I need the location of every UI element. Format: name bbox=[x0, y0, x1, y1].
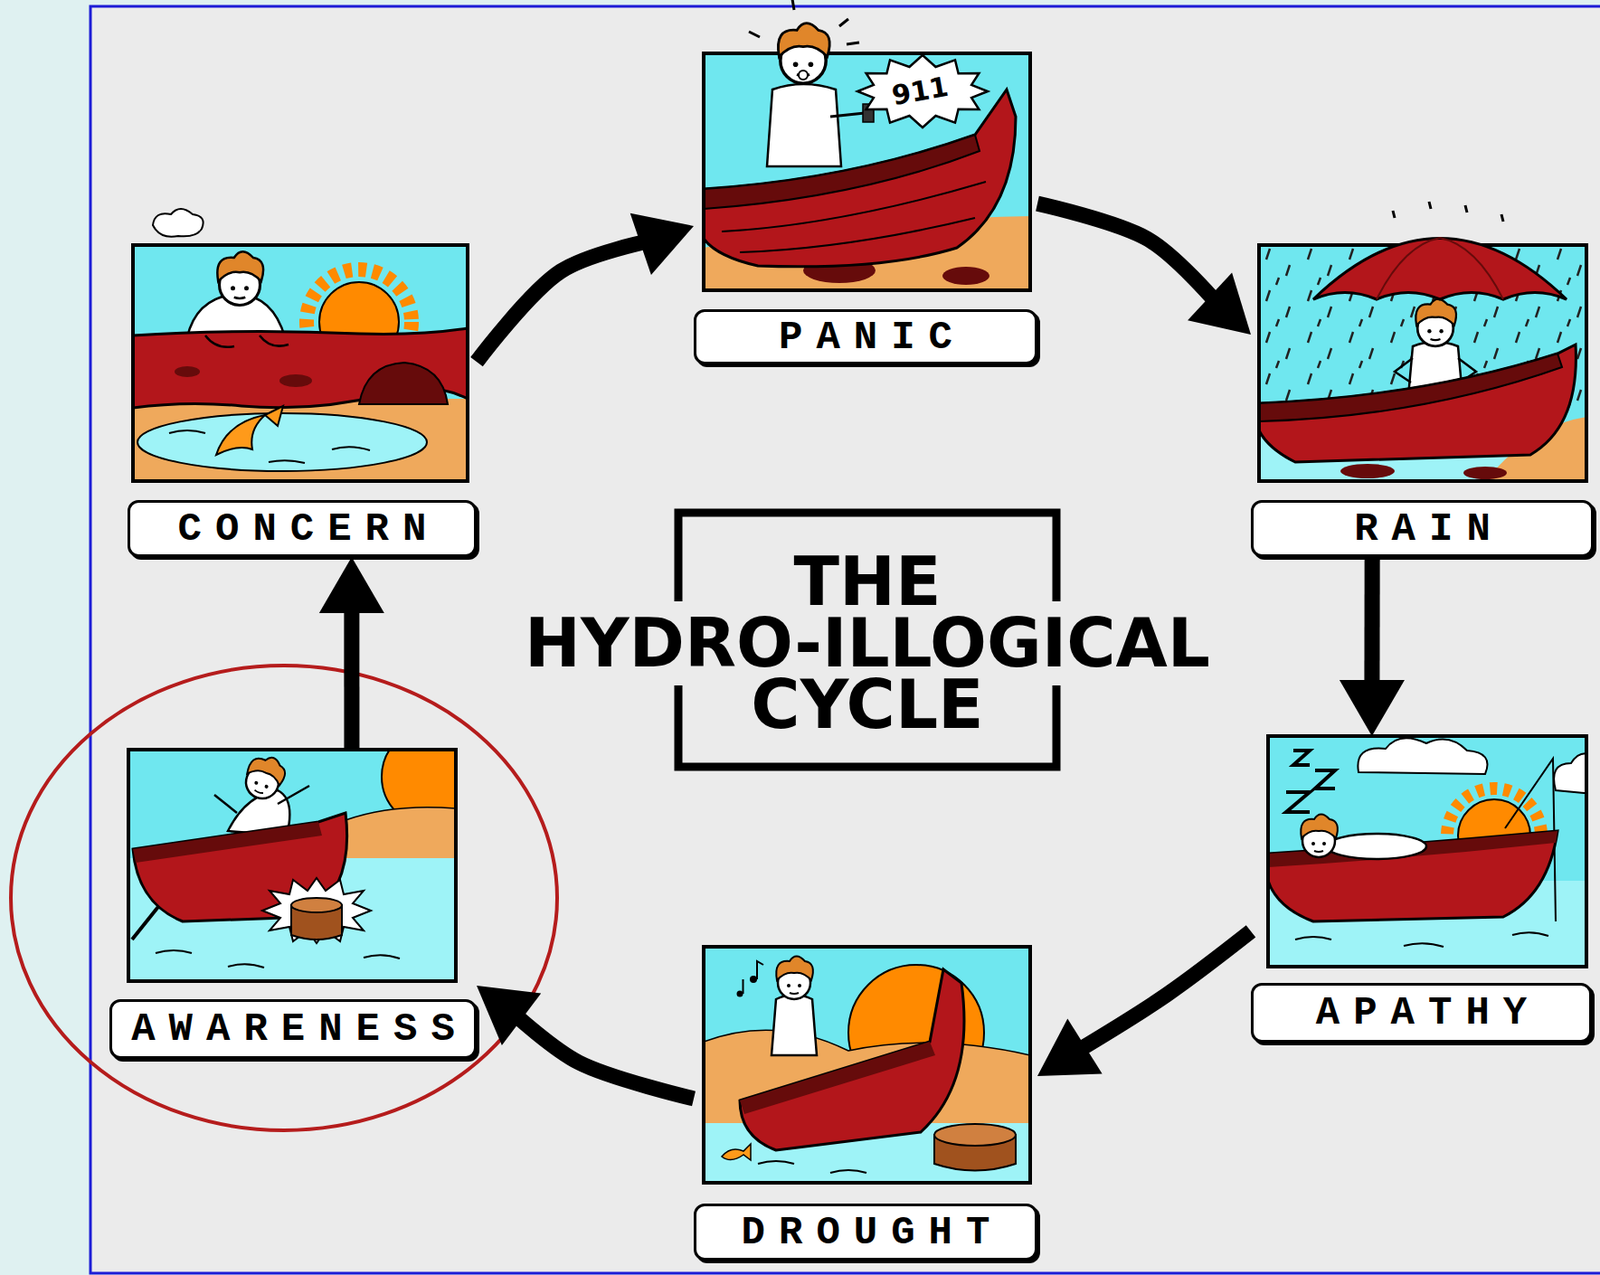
rain-picture bbox=[1259, 201, 1587, 482]
phone-starburst bbox=[857, 55, 988, 128]
diagram-title: THE HYDRO-ILLOGICAL CYCLE bbox=[524, 542, 1211, 744]
arrow-shaft bbox=[476, 241, 650, 362]
panic-picture bbox=[703, 0, 1031, 291]
cycle-stage: AWARENESS bbox=[109, 749, 477, 1060]
apathy-picture bbox=[1268, 736, 1594, 967]
cycle-stage: CONCERN bbox=[127, 245, 477, 558]
cycle-arrow bbox=[1037, 931, 1251, 1077]
arrow-head bbox=[1187, 272, 1251, 335]
title-block: THE HYDRO-ILLOGICAL CYCLE bbox=[496, 550, 1239, 736]
arrow-head bbox=[1037, 1018, 1103, 1076]
stage-label: RAIN bbox=[1250, 500, 1594, 558]
awareness-picture bbox=[128, 727, 482, 982]
arrow-head bbox=[476, 985, 541, 1046]
cycle-arrow bbox=[319, 557, 385, 750]
cycle-stage: PANIC bbox=[693, 53, 1038, 365]
page-frame bbox=[90, 6, 1600, 1274]
cycle-stage: RAIN bbox=[1250, 245, 1594, 558]
cycle-arrow bbox=[476, 985, 694, 1099]
arrow-shaft bbox=[514, 1013, 694, 1099]
arrow-shaft bbox=[343, 604, 360, 750]
cycle-arrow bbox=[476, 213, 694, 362]
arrow-head bbox=[630, 213, 694, 275]
arrow-shaft bbox=[1363, 557, 1380, 690]
stage-label: AWARENESS bbox=[109, 999, 477, 1060]
stage-label: PANIC bbox=[693, 309, 1038, 365]
cycle-arrow bbox=[1037, 203, 1251, 335]
drought-picture bbox=[703, 946, 1031, 1184]
stage-label: DROUGHT bbox=[693, 1203, 1038, 1261]
arrow-head bbox=[1339, 680, 1405, 737]
callout-text: 911 bbox=[889, 73, 951, 110]
cycle-arrow bbox=[1339, 557, 1405, 737]
arrow-shaft bbox=[1037, 203, 1217, 303]
concern-picture bbox=[132, 208, 468, 482]
highlight-circle bbox=[10, 665, 558, 1131]
cycle-stage: DROUGHT bbox=[693, 946, 1038, 1261]
stage-label: APATHY bbox=[1250, 983, 1592, 1043]
arrow-head bbox=[319, 557, 385, 614]
cycle-stage: APATHY bbox=[1250, 736, 1592, 1043]
arrow-shaft bbox=[1077, 931, 1251, 1051]
stage-label: CONCERN bbox=[127, 500, 477, 558]
